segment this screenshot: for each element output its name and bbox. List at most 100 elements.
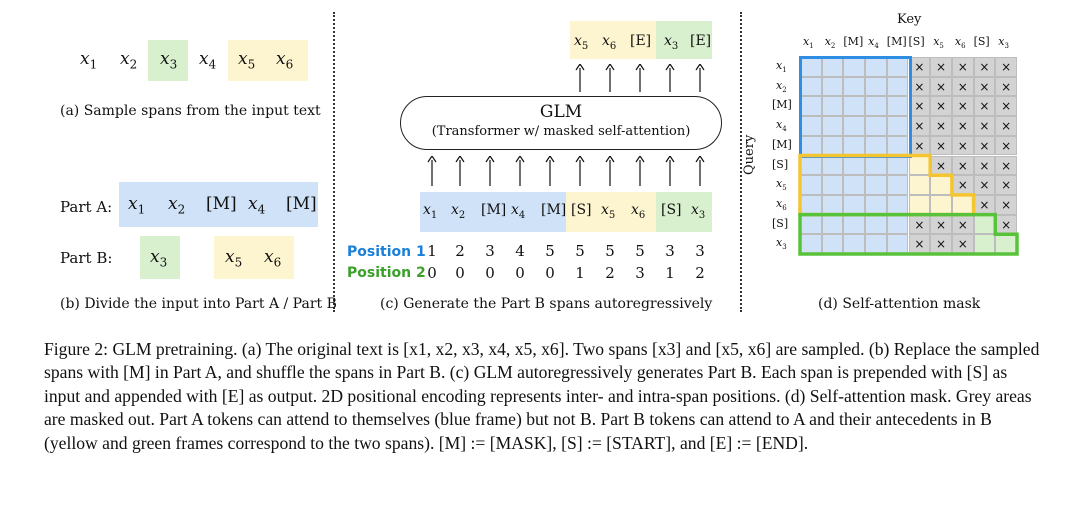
part-a-token-1-symbol: x bbox=[168, 194, 178, 214]
key-token-2-symbol: [M] bbox=[843, 35, 864, 48]
key-token-5: [S] bbox=[909, 35, 925, 48]
query-token-4: [M] bbox=[772, 138, 792, 151]
query-token-1-subscript: 2 bbox=[782, 85, 787, 94]
divider-1 bbox=[333, 12, 335, 312]
mask-cell-masked: × bbox=[951, 57, 974, 77]
query-token-5-symbol: [S] bbox=[772, 157, 789, 171]
up-arrow-icon bbox=[605, 156, 615, 186]
panel-a-token-3-symbol: x bbox=[199, 49, 209, 69]
key-token-2: [M] bbox=[843, 35, 863, 48]
divider-2 bbox=[740, 12, 742, 312]
position2-value: 1 bbox=[665, 264, 675, 282]
mask-cell-visible bbox=[843, 76, 866, 97]
input-token-8: [S] bbox=[661, 202, 682, 218]
query-token-2-symbol: [M] bbox=[772, 98, 792, 112]
part-a-box bbox=[119, 182, 318, 227]
mask-cell-masked: × bbox=[930, 135, 952, 156]
panel-a-token-2-subscript: 3 bbox=[169, 57, 178, 72]
mask-cell-visible bbox=[865, 175, 887, 195]
query-token-6-symbol: x bbox=[776, 177, 783, 191]
position2-value: 2 bbox=[695, 264, 705, 282]
query-token-8-symbol: [S] bbox=[772, 216, 789, 230]
panel-a-token-5-subscript: 6 bbox=[285, 57, 294, 72]
key-token-4-symbol: [M] bbox=[886, 35, 907, 48]
mask-cell-masked: × bbox=[908, 234, 931, 254]
key-token-3-symbol: x bbox=[868, 35, 875, 48]
position1-value: 1 bbox=[427, 242, 437, 260]
up-arrow-icon bbox=[515, 156, 525, 186]
part-a-label: Part A: bbox=[60, 198, 113, 216]
panel-a-token-2-symbol: x bbox=[160, 49, 170, 69]
query-token-7-symbol: x bbox=[776, 196, 783, 210]
position1-value: 3 bbox=[695, 242, 705, 260]
input-part-a-box bbox=[420, 192, 566, 232]
mask-cell-masked: × bbox=[973, 57, 996, 77]
mask-cell-masked: × bbox=[973, 175, 996, 195]
position1-value: 5 bbox=[605, 242, 615, 260]
input-token-3: x4 bbox=[511, 202, 525, 221]
panel-d-caption: (d) Self-attention mask bbox=[818, 296, 981, 312]
span-highlight-x5-x6 bbox=[228, 40, 308, 81]
input-token-0-subscript: 1 bbox=[430, 209, 438, 221]
mask-cell-masked: × bbox=[930, 214, 952, 235]
position1-value: 4 bbox=[515, 242, 525, 260]
query-token-1-symbol: x bbox=[776, 78, 783, 92]
input-token-4: [M] bbox=[541, 202, 566, 218]
up-arrow-icon bbox=[635, 156, 645, 186]
mask-cell-visible bbox=[865, 76, 887, 97]
part-b-span2-box bbox=[214, 236, 294, 279]
input-token-0: x1 bbox=[423, 202, 437, 221]
key-token-1-subscript: 2 bbox=[830, 42, 836, 51]
input-token-6-subscript: 5 bbox=[608, 209, 616, 221]
key-token-9: x3 bbox=[998, 35, 1009, 50]
panel-a-token-0: x1 bbox=[80, 49, 97, 71]
panel-a-token-1: x2 bbox=[120, 49, 137, 71]
mask-cell-masked: × bbox=[951, 135, 974, 156]
input-token-8-symbol: [S] bbox=[661, 202, 682, 218]
part-a-token-2: [M] bbox=[206, 194, 237, 214]
mask-cell-masked: × bbox=[995, 116, 1017, 136]
panel-a-token-5-symbol: x bbox=[276, 49, 286, 69]
input-token-1: x2 bbox=[451, 202, 465, 221]
query-token-7-subscript: 6 bbox=[782, 204, 787, 213]
mask-cell-masked: × bbox=[995, 76, 1017, 97]
panel-c-caption: (c) Generate the Part B spans autoregres… bbox=[380, 296, 713, 312]
mask-cell-visible bbox=[886, 76, 909, 97]
input-span2-box bbox=[656, 192, 712, 232]
query-token-1: x2 bbox=[776, 79, 787, 94]
key-token-0-symbol: x bbox=[803, 35, 810, 48]
position1-value: 2 bbox=[455, 242, 465, 260]
mask-cell-visible bbox=[821, 76, 844, 97]
mask-cell-visible bbox=[886, 116, 909, 136]
mask-cell-masked: × bbox=[908, 76, 931, 97]
up-arrow-icon bbox=[427, 156, 437, 186]
key-token-4: [M] bbox=[887, 35, 907, 48]
mask-cell-masked: × bbox=[930, 96, 952, 117]
position2-value: 0 bbox=[427, 264, 437, 282]
mask-cell-masked: × bbox=[995, 57, 1017, 77]
part-b-span2-token-0-symbol: x bbox=[225, 247, 235, 267]
key-token-1-symbol: x bbox=[824, 35, 831, 48]
part-a-token-3-symbol: x bbox=[248, 194, 258, 214]
input-token-3-subscript: 4 bbox=[518, 209, 526, 221]
panel-a-token-1-subscript: 2 bbox=[129, 57, 138, 72]
part-a-token-1: x2 bbox=[168, 194, 185, 216]
key-token-3-subscript: 4 bbox=[874, 42, 879, 51]
mask-cell-masked: × bbox=[995, 135, 1017, 156]
mask-cell-masked: × bbox=[951, 155, 974, 176]
position2-value: 3 bbox=[635, 264, 645, 282]
query-token-6: x5 bbox=[776, 177, 787, 192]
position1-value: 5 bbox=[635, 242, 645, 260]
span-frames bbox=[798, 153, 1019, 256]
panel-a-token-3: x4 bbox=[199, 49, 216, 71]
query-token-5: [S] bbox=[772, 158, 788, 171]
key-token-0-subscript: 1 bbox=[809, 42, 814, 51]
part-b-span2-token-1: x6 bbox=[264, 247, 281, 269]
panel-a-token-1-symbol: x bbox=[120, 49, 130, 69]
query-token-9-symbol: x bbox=[776, 236, 783, 250]
position2-label: Position 2 bbox=[347, 265, 426, 281]
input-token-2: [M] bbox=[481, 202, 506, 218]
mask-cell-masked: × bbox=[951, 76, 974, 97]
key-token-7: x6 bbox=[955, 35, 966, 50]
input-span1-box bbox=[566, 192, 656, 232]
